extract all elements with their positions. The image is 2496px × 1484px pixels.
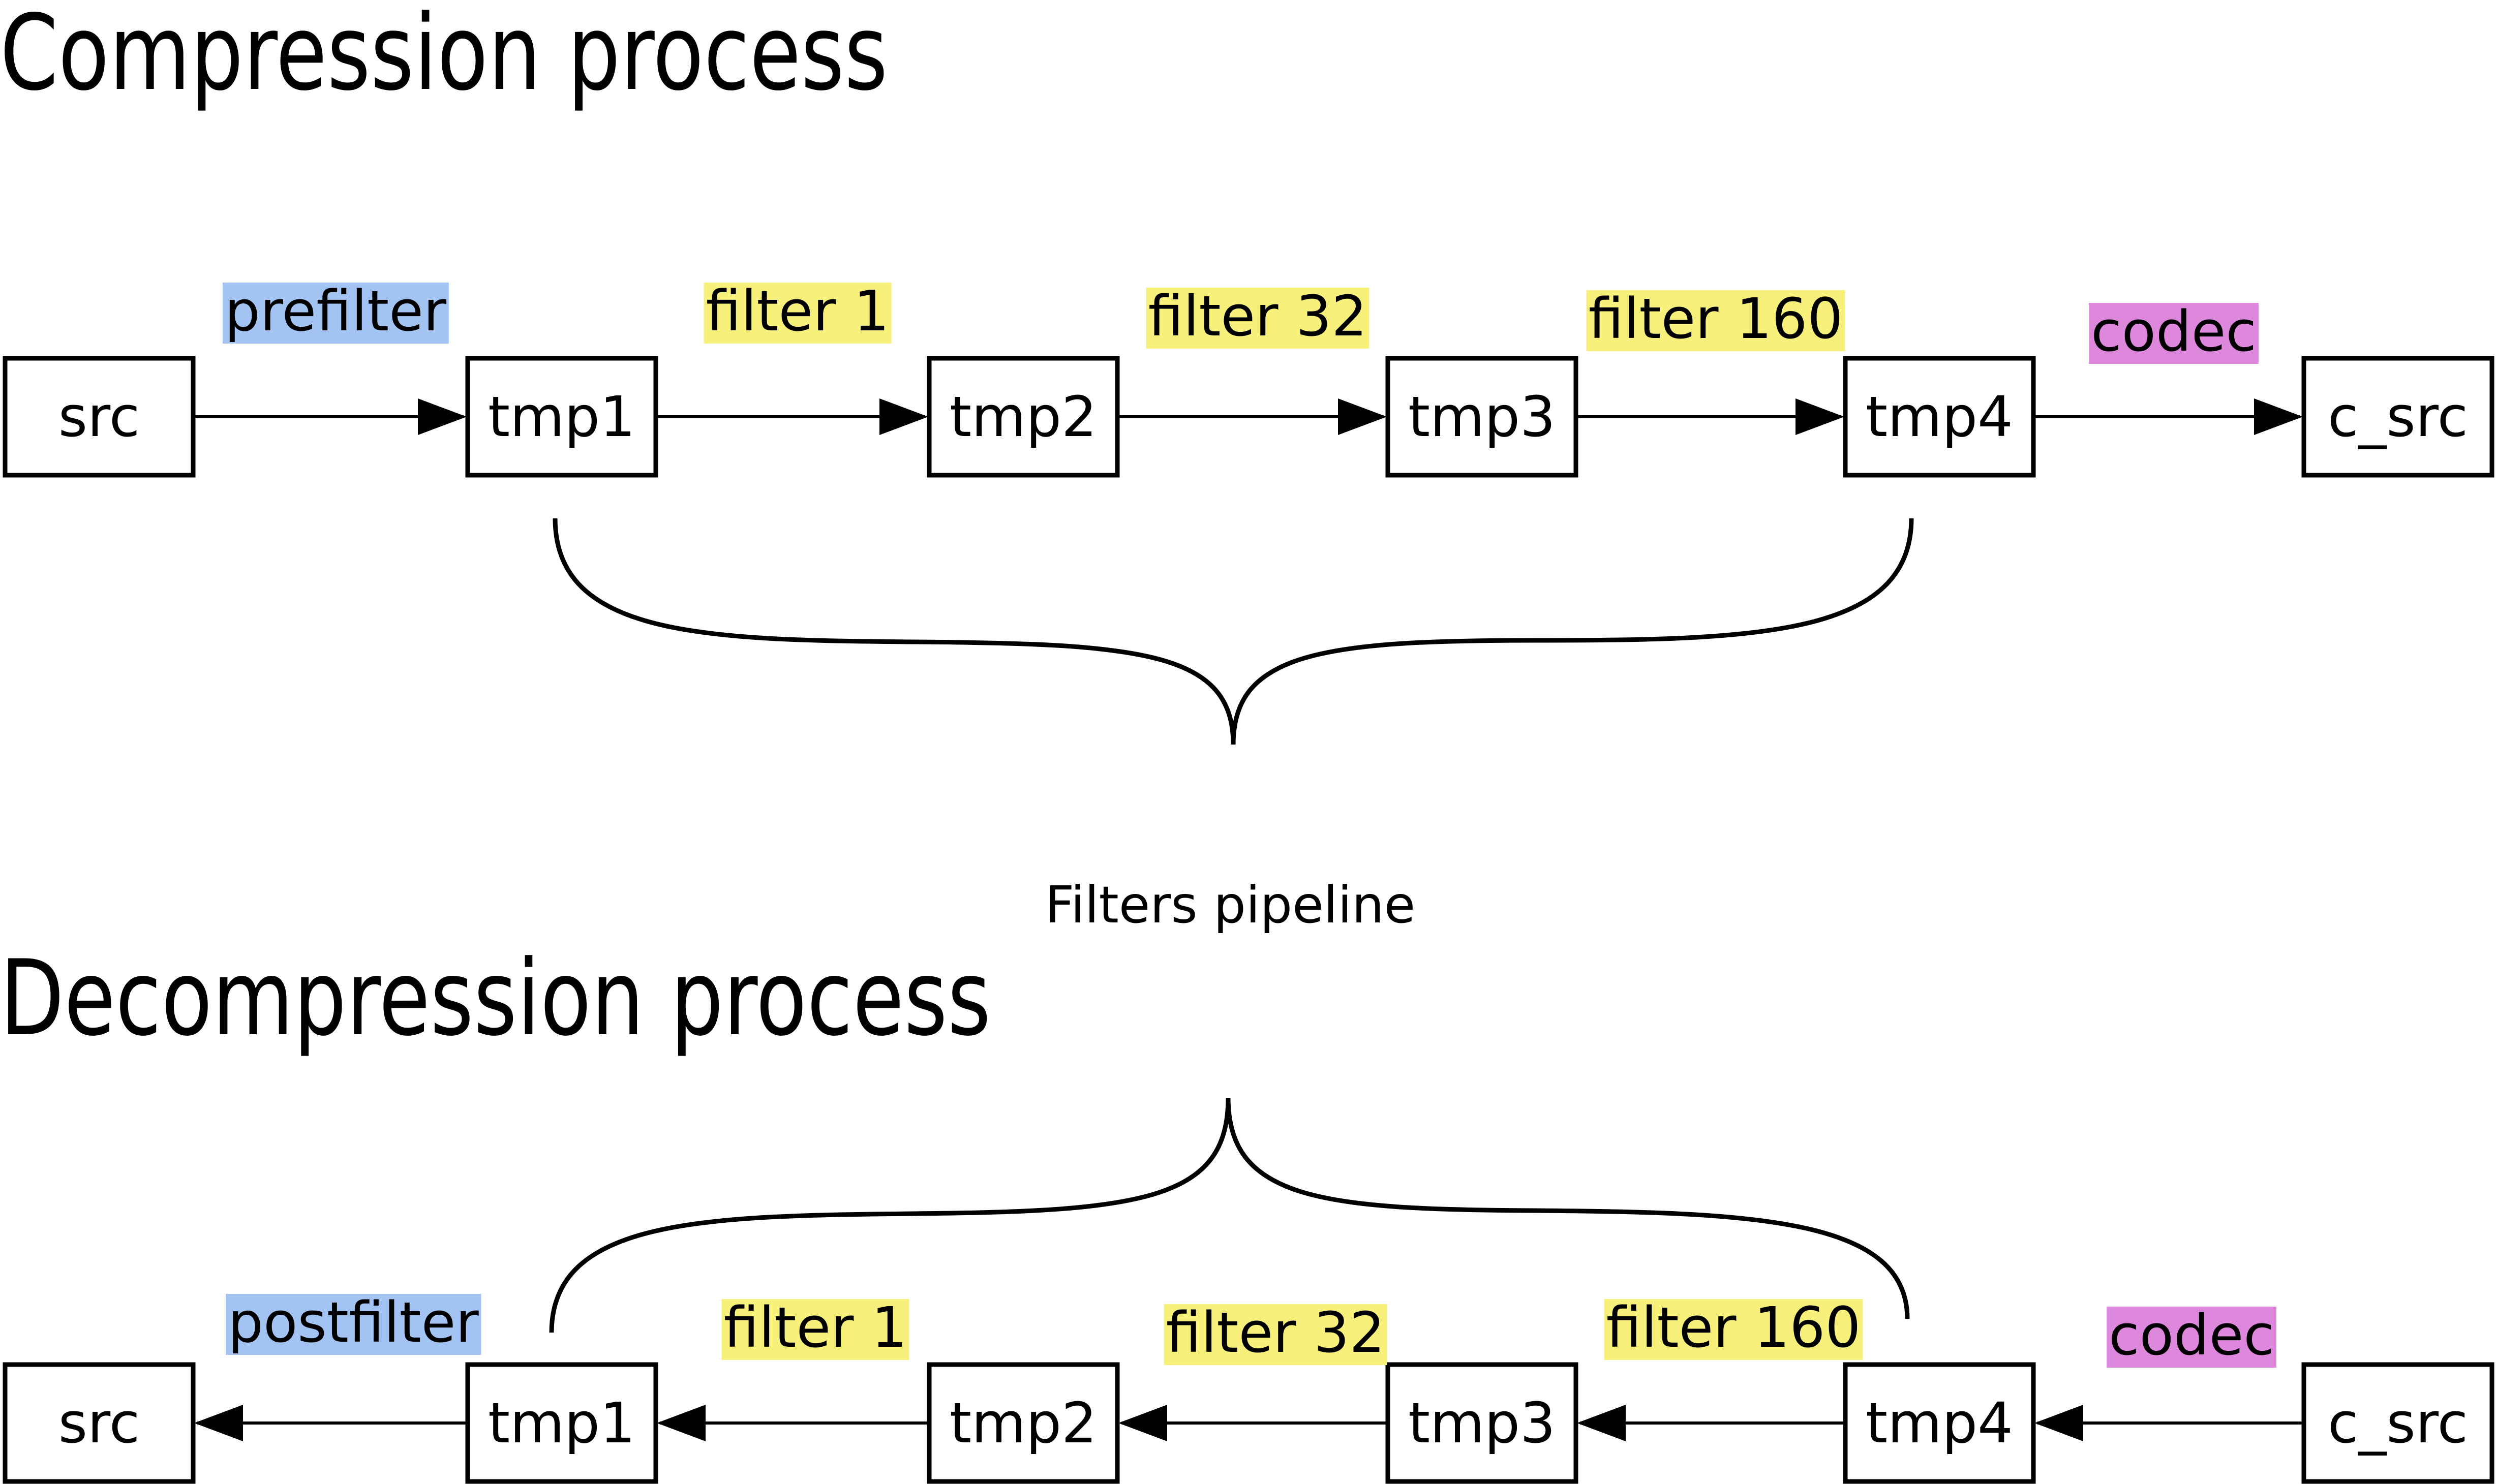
compression-row: src tmp1 tmp2 tmp3 tmp4 c_src prefilter filter … bbox=[3, 279, 2494, 478]
compression-node-box bbox=[465, 356, 658, 478]
compression-edge-label-highlight bbox=[1586, 290, 1845, 351]
decompression-node-label: c_src bbox=[2328, 1390, 2468, 1456]
decompression-edge-label: filter 160 bbox=[1606, 1295, 1861, 1360]
decompression-filters-brace bbox=[549, 1097, 1910, 1333]
compression-edge-label: filter 160 bbox=[1589, 286, 1843, 351]
compression-node-box bbox=[927, 356, 1120, 478]
decompression-edge-label: codec bbox=[2109, 1303, 2274, 1368]
decompression-edge-label-highlight bbox=[226, 1294, 481, 1355]
decompression-edge-label: postfilter bbox=[228, 1290, 479, 1355]
compression-node-box bbox=[2301, 356, 2494, 478]
decompression-node-box bbox=[3, 1362, 196, 1484]
decompression-node-box bbox=[2301, 1362, 2494, 1484]
decompression-node-label: tmp2 bbox=[950, 1390, 1097, 1456]
compression-node-box bbox=[1843, 356, 2036, 478]
compression-edge-label: codec bbox=[2091, 299, 2257, 364]
decompression-node-box bbox=[465, 1362, 658, 1484]
decompression-node-label: tmp3 bbox=[1408, 1390, 1556, 1456]
compression-node-label: tmp1 bbox=[488, 384, 635, 449]
decompression-node-label: src bbox=[58, 1390, 140, 1456]
filters-pipeline-caption: Filters pipeline bbox=[1045, 875, 1415, 935]
decompression-node-box bbox=[1843, 1362, 2036, 1484]
decompression-edge-label-highlight bbox=[1604, 1299, 1863, 1360]
compression-node-label: tmp4 bbox=[1866, 384, 2013, 449]
compression-node-label: src bbox=[58, 384, 140, 449]
compression-edge-label-highlight bbox=[704, 283, 892, 344]
compression-node-label: tmp2 bbox=[950, 384, 1097, 449]
compression-node-label: c_src bbox=[2328, 384, 2468, 449]
decompression-node-label: tmp1 bbox=[488, 1390, 635, 1456]
decompression-edge-label-highlight bbox=[721, 1299, 909, 1360]
compression-node-label: tmp3 bbox=[1408, 384, 1556, 449]
compression-node-box bbox=[3, 356, 196, 478]
decompression-node-box bbox=[927, 1362, 1120, 1484]
compression-edge-label-highlight bbox=[2089, 303, 2259, 364]
compression-edge-label: filter 1 bbox=[706, 279, 890, 344]
decompression-edge-label: filter 32 bbox=[1166, 1300, 1385, 1365]
compression-edge-label: prefilter bbox=[225, 279, 447, 344]
compression-title: Compression process bbox=[0, 0, 888, 114]
compression-edge-label-highlight bbox=[1146, 288, 1369, 349]
decompression-edge-label-highlight bbox=[1164, 1304, 1387, 1365]
compression-edge-label: filter 32 bbox=[1148, 284, 1367, 349]
decompression-edge-label: filter 1 bbox=[724, 1295, 907, 1360]
decompression-node-label: tmp4 bbox=[1866, 1390, 2013, 1456]
decompression-title: Decompression process bbox=[0, 938, 991, 1059]
decompression-row: src tmp1 tmp2 tmp3 tmp4 c_src postfilter filter… bbox=[3, 1290, 2494, 1484]
compression-filters-brace bbox=[553, 518, 1914, 745]
decompression-edge-label-highlight bbox=[2107, 1307, 2276, 1368]
decompression-node-box bbox=[1385, 1362, 1578, 1484]
compression-edge-label-highlight bbox=[222, 283, 449, 344]
compression-node-box bbox=[1385, 356, 1578, 478]
